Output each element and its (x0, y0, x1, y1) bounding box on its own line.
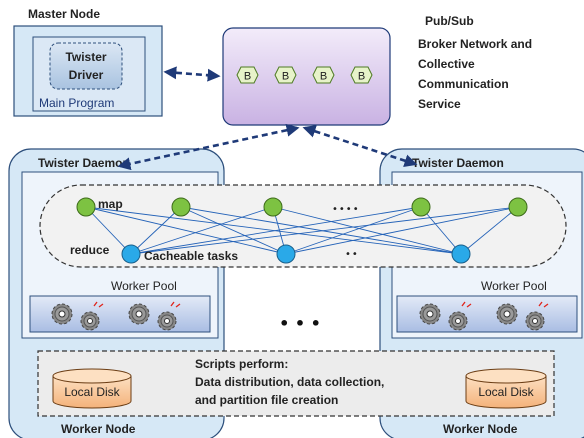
reduce-ellipsis: •• (345, 249, 359, 260)
cacheable-tasks-label: Cacheable tasks (144, 249, 238, 263)
worker-node-label-left: Worker Node (61, 422, 136, 436)
broker-caption-line: Pub/Sub (425, 14, 474, 28)
scripts-line: Scripts perform: (195, 357, 288, 371)
worker-nodes-ellipsis: • • • (279, 314, 321, 333)
scripts-text: Scripts perform: Data distribution, data… (195, 357, 384, 407)
driver-label-line2: Driver (69, 68, 104, 82)
map-node (508, 197, 528, 217)
gear-icon (157, 311, 177, 331)
broker-caption-line: Broker Network and (418, 37, 532, 51)
broker-node-label: B (358, 71, 365, 83)
twister-driver-box (49, 42, 123, 90)
activity-mark-icon (93, 301, 181, 308)
master-node-title: Master Node (28, 7, 100, 21)
worker-pool-right (396, 295, 578, 333)
daemon-label-left: Twister Daemon (38, 156, 130, 170)
map-node (76, 197, 96, 217)
reduce-node (451, 244, 471, 264)
gear-icon (128, 303, 150, 325)
map-label: map (98, 197, 123, 211)
local-disk-label: Local Disk (478, 385, 534, 399)
broker-nodes: B B B B (236, 66, 373, 84)
reduce-node (121, 244, 141, 264)
broker-node: B (350, 66, 373, 84)
gear-icon (525, 311, 545, 331)
broker-node-label: B (244, 71, 251, 83)
broker-network-box (222, 27, 391, 126)
map-reduce-edges (85, 206, 519, 255)
broker-node-label: B (282, 71, 289, 83)
broker-node-label: B (320, 71, 327, 83)
worker-node-label-right: Worker Node (443, 422, 518, 436)
gear-icon (80, 311, 100, 331)
broker-caption-line: Service (418, 97, 461, 111)
broker-node: B (312, 66, 335, 84)
local-disk-label: Local Disk (64, 385, 120, 399)
main-program-label: Main Program (39, 96, 114, 110)
gear-icon (419, 303, 441, 325)
map-node (411, 197, 431, 217)
reduce-label: reduce (70, 243, 110, 257)
worker-pool-label-left: Worker Pool (111, 279, 177, 293)
broker-node: B (274, 66, 297, 84)
broker-caption-line: Collective (418, 57, 475, 71)
daemon-label-right: Twister Daemon (412, 156, 504, 170)
map-node (171, 197, 191, 217)
driver-label-line1: Twister (65, 50, 106, 64)
map-ellipsis: •••• (332, 204, 360, 215)
gear-icon (51, 303, 73, 325)
broker-caption-line: Communication (418, 77, 509, 91)
reduce-node (276, 244, 296, 264)
gear-icon (496, 303, 518, 325)
broker-caption: Pub/Sub Broker Network and Collective Co… (418, 14, 532, 111)
scripts-line: and partition file creation (195, 393, 338, 407)
master-broker-arrow (163, 66, 221, 82)
worker-pool-label-right: Worker Pool (481, 279, 547, 293)
activity-mark-icon (461, 301, 549, 308)
broker-node: B (236, 66, 259, 84)
scripts-line: Data distribution, data collection, (195, 375, 384, 389)
map-node (263, 197, 283, 217)
local-disk-left: Local Disk (52, 368, 132, 409)
communication-arrows (117, 66, 418, 171)
broker-left-daemon-arrow (117, 123, 300, 171)
gear-icon (448, 311, 468, 331)
local-disk-right: Local Disk (465, 368, 547, 409)
